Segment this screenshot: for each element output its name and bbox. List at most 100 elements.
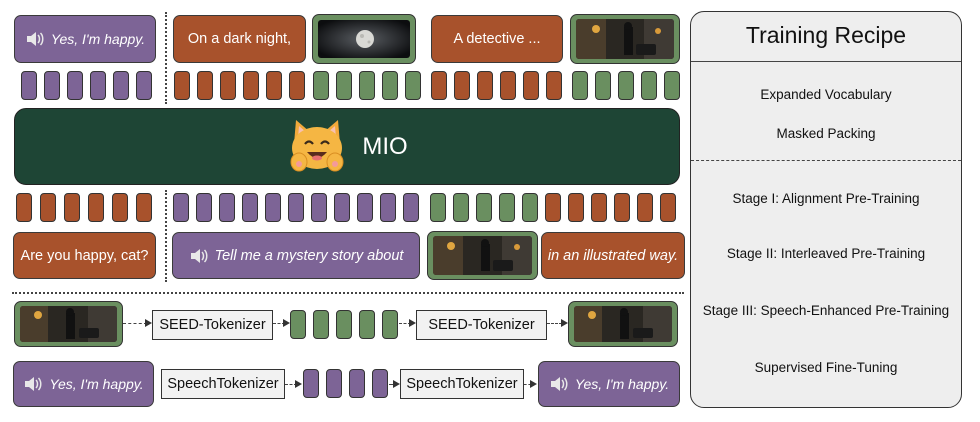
cat-face-icon: [290, 119, 344, 171]
input-token-row: [0, 193, 690, 222]
speech-token: [380, 193, 396, 222]
text-token: [220, 71, 236, 100]
speech-token: [311, 193, 327, 222]
output-image-detective: [570, 14, 680, 64]
speech-token: [265, 193, 281, 222]
text-token: [637, 193, 653, 222]
image-token: [595, 71, 611, 100]
speech-token: [173, 193, 189, 222]
text-token: [112, 193, 128, 222]
model-block: MIO: [14, 108, 680, 185]
image-token: [290, 310, 306, 339]
speech-token: [44, 71, 60, 100]
text-token: [523, 71, 539, 100]
image-token: [405, 71, 421, 100]
input-text-2: in an illustrated way.: [547, 247, 679, 264]
speech-token: [303, 369, 319, 398]
image-token: [382, 310, 398, 339]
text-token: [614, 193, 630, 222]
arrow-head: [561, 319, 568, 327]
arrow-head: [145, 319, 152, 327]
speech-tokenizer-encoder: SpeechTokenizer: [161, 369, 285, 399]
output-text-box-2: A detective ...: [431, 15, 563, 63]
text-token: [40, 193, 56, 222]
image-tokens: [0, 310, 420, 339]
image-token: [522, 193, 538, 222]
image-token: [453, 193, 469, 222]
arrow-line: [399, 323, 411, 324]
separator-dotted-bottom: [165, 190, 167, 282]
text-token: [243, 71, 259, 100]
input-speech-text: Tell me a mystery story about: [214, 247, 404, 264]
reconstructed-speech-box: Yes, I'm happy.: [538, 361, 680, 407]
input-text-1: Are you happy, cat?: [20, 247, 149, 264]
speech-token: [67, 71, 83, 100]
arrow-line: [524, 384, 531, 385]
speech-tokenizer-label: SpeechTokenizer: [406, 376, 518, 392]
text-token: [64, 193, 80, 222]
separator-dotted-horizontal: [12, 292, 684, 294]
recipe-stage: Supervised Fine-Tuning: [754, 360, 898, 375]
detective-alley-image: [433, 236, 532, 275]
speech-tokens: [0, 369, 420, 398]
recipe-stage: Stage II: Interleaved Pre-Training: [726, 246, 926, 261]
text-token: [545, 193, 561, 222]
speech-token: [403, 193, 419, 222]
image-token: [499, 193, 515, 222]
speech-token: [372, 369, 388, 398]
seed-tokenizer-decoder: SEED-Tokenizer: [416, 310, 547, 340]
recipe-title-text: Training Recipe: [745, 22, 907, 48]
speech-token: [326, 369, 342, 398]
recipe-stage: Stage I: Alignment Pre-Training: [732, 191, 920, 206]
image-token: [359, 71, 375, 100]
arrow-head: [283, 319, 290, 327]
reconstructed-image-frame: [568, 301, 678, 347]
input-speech-box: Tell me a mystery story about: [172, 232, 420, 279]
image-token: [572, 71, 588, 100]
model-name: MIO: [362, 132, 408, 160]
speech-token: [357, 193, 373, 222]
image-token: [430, 193, 446, 222]
recipe-title-divider: [691, 61, 961, 62]
speaker-icon: [549, 376, 569, 392]
speech-token: [90, 71, 106, 100]
separator-dotted-top: [165, 12, 167, 104]
recipe-stage: Stage III: Speech-Enhanced Pre-Training: [702, 303, 950, 318]
arrow-line: [273, 323, 285, 324]
speech-token: [288, 193, 304, 222]
speech-token: [349, 369, 365, 398]
image-token: [359, 310, 375, 339]
source-speech-text: Yes, I'm happy.: [49, 376, 144, 392]
text-token: [16, 193, 32, 222]
seed-tokenizer-label: SEED-Tokenizer: [159, 317, 266, 333]
output-token-row: [0, 71, 690, 100]
output-speech-text: Yes, I'm happy.: [50, 31, 146, 47]
recipe-section-divider: [691, 160, 961, 161]
arrow-line: [123, 323, 147, 324]
moon-night-image: [318, 20, 410, 58]
arrow-line: [389, 384, 394, 385]
text-token: [431, 71, 447, 100]
output-text-2: A detective ...: [453, 31, 541, 47]
image-token: [336, 71, 352, 100]
detective-alley-image: [574, 306, 672, 342]
arrow-line: [285, 384, 297, 385]
speaker-icon: [189, 248, 209, 264]
output-text-1: On a dark night,: [187, 31, 292, 47]
arrow-head: [393, 380, 400, 388]
text-token: [546, 71, 562, 100]
text-token: [266, 71, 282, 100]
recipe-item: Masked Packing: [776, 126, 876, 141]
image-token: [336, 310, 352, 339]
source-speech-box: Yes, I'm happy.: [13, 361, 154, 407]
image-token: [476, 193, 492, 222]
output-speech-box: Yes, I'm happy.: [14, 15, 156, 63]
text-token: [454, 71, 470, 100]
text-token: [197, 71, 213, 100]
arrow-head: [409, 319, 416, 327]
speech-token: [21, 71, 37, 100]
image-token: [641, 71, 657, 100]
training-recipe-panel: [690, 11, 962, 408]
speech-token: [136, 71, 152, 100]
input-text-box-1: Are you happy, cat?: [13, 232, 156, 279]
